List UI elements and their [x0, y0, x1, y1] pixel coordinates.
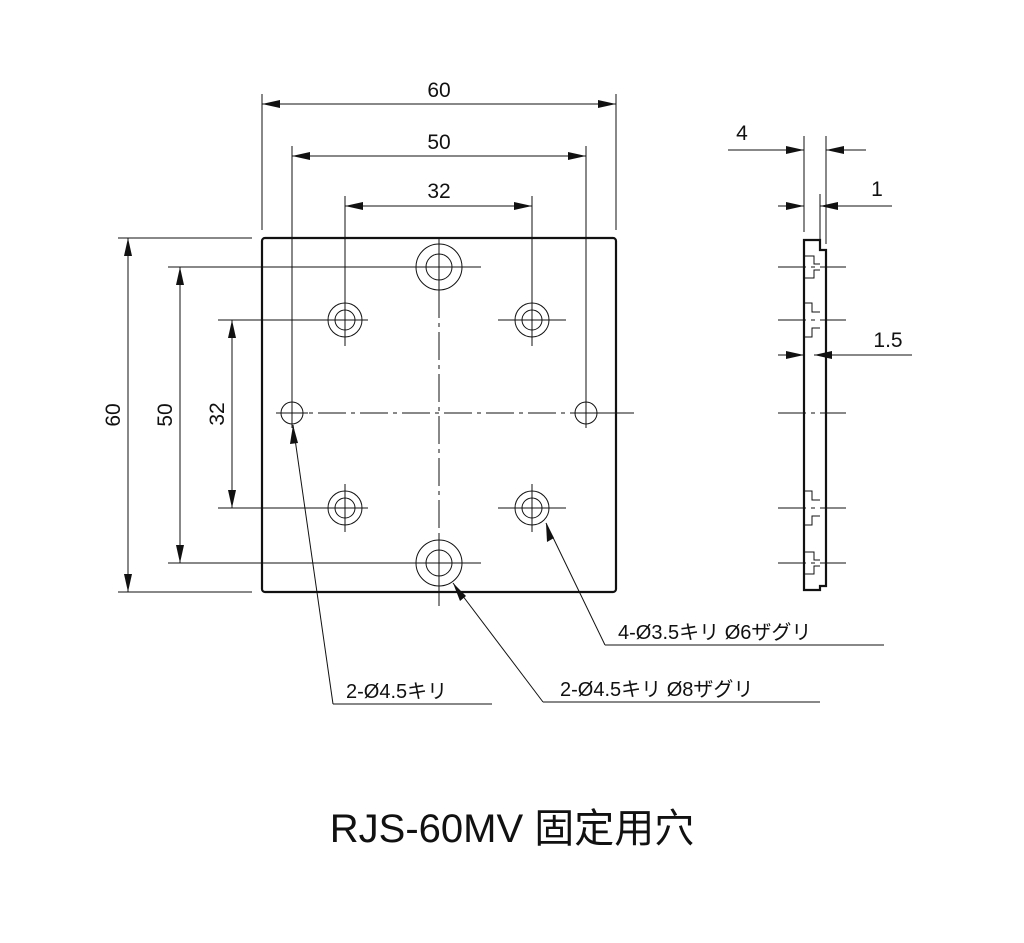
height-dim-32-label: 32 [206, 402, 229, 425]
width-dim-60-label: 60 [427, 79, 450, 102]
width-dimension-32: 32 [345, 180, 532, 210]
width-dim-32-label: 32 [427, 180, 450, 203]
side-view: 4 1 1.5 [728, 122, 912, 592]
width-dim-50-label: 50 [427, 131, 450, 154]
callout-through-large-text: 2-Ø4.5キリ [346, 681, 447, 703]
counterbore-hole-small-top-left [322, 296, 368, 346]
width-extension-lines [261, 94, 617, 400]
callout-counterbore-small: 4-Ø3.5キリ Ø6ザグリ [545, 522, 884, 646]
through-hole-right [570, 398, 634, 428]
callout-counterbore-large-text: 2-Ø4.5キリ Ø8ザグリ [560, 678, 753, 701]
width-dimension-60: 60 [262, 79, 616, 108]
through-hole-left [276, 398, 308, 428]
height-dimension-50: 50 [154, 267, 184, 563]
height-extension-lines [118, 237, 420, 593]
side-view-outline [802, 238, 828, 592]
side-dim-1-label: 1 [871, 178, 883, 201]
side-view-counterbore-steps [804, 255, 820, 575]
height-dimension-32: 32 [206, 320, 236, 508]
height-dimension-60: 60 [102, 238, 132, 592]
side-dim-4-label: 4 [736, 122, 748, 145]
callout-counterbore-large: 2-Ø4.5キリ Ø8ザグリ [452, 582, 820, 703]
callout-counterbore-small-text: 4-Ø3.5キリ Ø6ザグリ [618, 621, 811, 644]
side-dimension-4: 4 [728, 122, 866, 244]
counterbore-hole-small-bottom-left [322, 484, 368, 532]
height-dim-50-label: 50 [154, 403, 177, 426]
width-dimension-50: 50 [292, 131, 586, 160]
front-view: 60 50 32 60 [102, 79, 634, 606]
counterbore-hole-small-bottom-right [498, 484, 566, 532]
drawing-title: RJS-60MV 固定用穴 [330, 807, 695, 851]
side-view-hole-center-lines [778, 266, 846, 564]
counterbore-hole-small-top-right [498, 296, 566, 346]
side-dimension-1-5: 1.5 [778, 329, 912, 359]
side-dim-1-5-label: 1.5 [873, 329, 902, 352]
callout-through-large: 2-Ø4.5キリ [290, 424, 492, 705]
height-dim-60-label: 60 [102, 403, 125, 426]
counterbore-hole-large-bottom [409, 534, 481, 606]
side-dimension-1: 1 [778, 178, 892, 240]
